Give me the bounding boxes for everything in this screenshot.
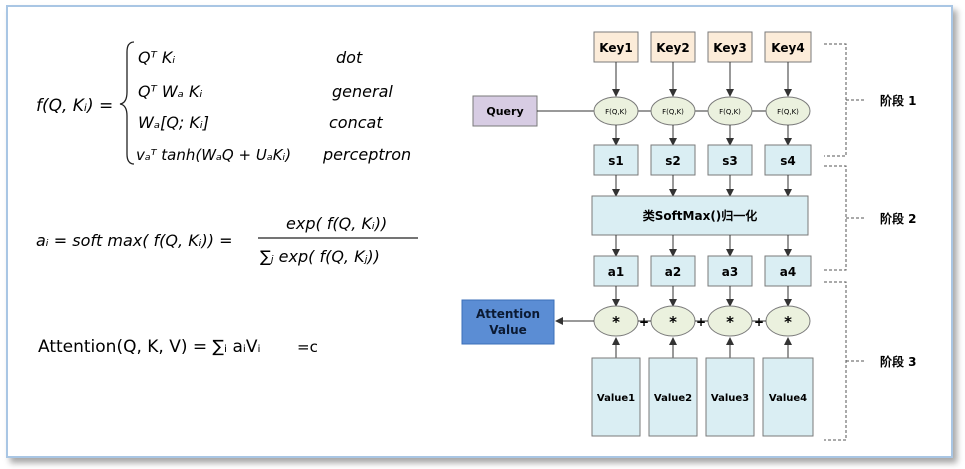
attention-value-box	[461, 299, 555, 345]
value-label-1: Value1	[597, 393, 635, 404]
case-name-dot: dot	[336, 48, 363, 67]
formula-attention: Attention(Q, K, V) = ∑ᵢ aᵢVᵢ =c	[38, 337, 318, 357]
stage-label-2: 阶段 2	[880, 211, 917, 226]
key-label-1: Key1	[599, 41, 632, 55]
weight-label-4: a4	[780, 265, 796, 279]
stage-bracket-3	[824, 281, 847, 441]
mult-label-1: *	[612, 313, 620, 331]
attention-value-line2: Value	[489, 323, 527, 337]
score-label-3: s3	[722, 154, 738, 168]
score-box-1	[593, 144, 639, 176]
case-expr-perceptron: vₐᵀ tanh(WₐQ + UₐKᵢ)	[136, 146, 291, 164]
stage-bracket-2	[824, 165, 847, 271]
weight-label-3: a3	[722, 265, 738, 279]
plus-1: +	[639, 315, 649, 329]
softmax-box	[591, 195, 809, 236]
case-expr-dot: Qᵀ Kᵢ	[138, 48, 175, 67]
f-label-1: F(Q,K)	[605, 108, 627, 116]
value-box-4	[762, 357, 814, 437]
stage-label-3: 阶段 3	[880, 354, 917, 369]
plus-2: +	[696, 315, 706, 329]
f-label-2: F(Q,K)	[662, 108, 684, 116]
weight-box-1	[593, 255, 639, 287]
softmax-numerator: exp( f(Q, Kᵢ))	[286, 214, 387, 233]
case-name-perceptron: perceptron	[322, 145, 411, 164]
key-box-1	[593, 31, 639, 63]
cases-brace	[119, 41, 135, 165]
key-label-3: Key3	[713, 41, 746, 55]
mult-label-4: *	[784, 313, 792, 331]
case-expr-general: Qᵀ Wₐ Kᵢ	[138, 82, 203, 101]
value-label-3: Value3	[711, 393, 749, 404]
attention-diagram: Key1 Key2 Key3 Key4 Query F(Q,K) F(Q,K) …	[461, 31, 917, 441]
stage-bracket-1	[824, 43, 847, 157]
case-expr-concat: Wₐ[Q; Kᵢ]	[138, 113, 209, 132]
formula-f: f(Q, Kᵢ) = Qᵀ Kᵢ dot Qᵀ Wₐ Kᵢ general Wₐ…	[36, 41, 411, 165]
value-box-1	[591, 357, 641, 437]
weight-box-2	[650, 255, 696, 287]
plus-3: +	[754, 315, 764, 329]
key-label-4: Key4	[771, 41, 804, 55]
attention-equals-c: =c	[297, 338, 318, 356]
mult-label-3: *	[726, 313, 734, 331]
mult-label-2: *	[669, 313, 677, 331]
value-box-3	[705, 357, 755, 437]
key-box-4	[764, 31, 812, 63]
score-label-4: s4	[780, 154, 796, 168]
softmax-lhs: aᵢ = soft max( f(Q, Kᵢ)) =	[36, 231, 233, 250]
stage-label-1: 阶段 1	[880, 93, 917, 108]
formula-softmax: aᵢ = soft max( f(Q, Kᵢ)) = exp( f(Q, Kᵢ)…	[36, 214, 418, 266]
case-name-concat: concat	[329, 113, 383, 132]
softmax-denominator: ∑ⱼ exp( f(Q, Kⱼ))	[260, 247, 380, 266]
f-lhs: f(Q, Kᵢ) =	[36, 96, 113, 116]
score-box-3	[707, 144, 753, 176]
key-label-2: Key2	[656, 41, 689, 55]
key-row: Key1 Key2 Key3 Key4	[593, 31, 812, 63]
f-label-3: F(Q,K)	[719, 108, 741, 116]
value-label-4: Value4	[769, 393, 807, 404]
score-label-1: s1	[608, 154, 624, 168]
case-name-general: general	[332, 82, 393, 101]
f-label-4: F(Q,K)	[777, 108, 799, 116]
value-box-2	[648, 357, 698, 437]
query-label: Query	[486, 105, 523, 118]
softmax-label: 类SoftMax()归一化	[643, 208, 758, 223]
attention-value-line1: Attention	[476, 307, 540, 321]
attention-formula: Attention(Q, K, V) = ∑ᵢ aᵢVᵢ	[38, 337, 261, 357]
score-label-2: s2	[665, 154, 681, 168]
value-label-2: Value2	[654, 393, 692, 404]
weight-label-2: a2	[665, 265, 681, 279]
weight-label-1: a1	[608, 265, 624, 279]
